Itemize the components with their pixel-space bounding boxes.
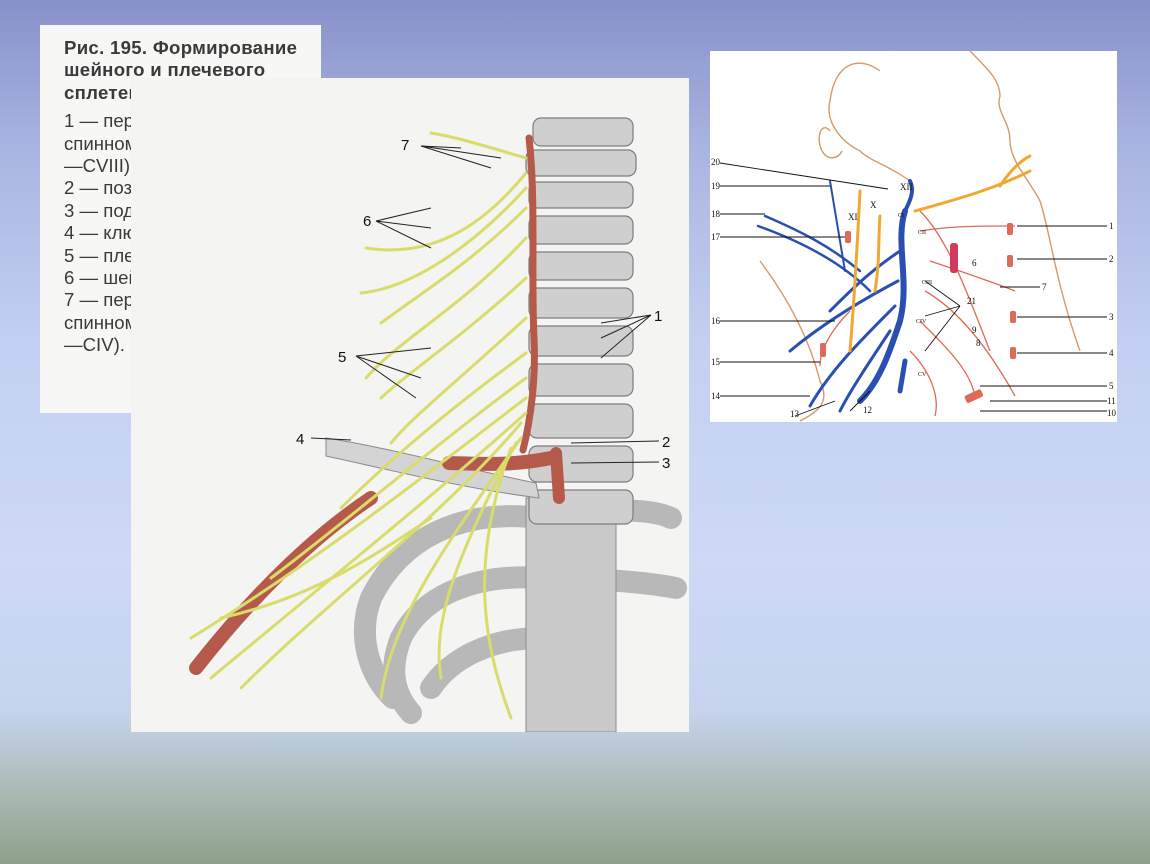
scheme-label-19: 19 (711, 181, 721, 191)
scheme-label-13: 13 (790, 409, 800, 419)
blue-nerves (756, 179, 915, 413)
scheme-label-8: 8 (976, 338, 981, 348)
segment-CIV: CIV (916, 319, 927, 325)
scheme-label-4: 4 (1109, 348, 1114, 358)
label-7: 7 (401, 137, 409, 154)
scheme-label-16: 16 (711, 316, 721, 326)
leader-lines (310, 145, 660, 464)
segment-CI: CI (898, 213, 904, 219)
plexus-illustration: 7 6 5 4 1 2 3 (131, 78, 689, 732)
red-nerves (819, 210, 1016, 417)
scheme-label-2: 2 (1109, 254, 1114, 264)
label-2: 2 (662, 434, 670, 451)
scheme-label-18: 18 (711, 209, 721, 219)
scheme-diagram: 1 2 3 4 5 11 10 7 20 19 18 17 16 15 14 1… (710, 51, 1117, 422)
scheme-label-5: 5 (1109, 381, 1114, 391)
scheme-label-XII: XII (900, 182, 913, 192)
scheme-label-12: 12 (863, 405, 872, 415)
label-3: 3 (662, 455, 670, 472)
scheme-label-3: 3 (1109, 312, 1114, 322)
scheme-drawing: 1 2 3 4 5 11 10 7 20 19 18 17 16 15 14 1… (711, 51, 1117, 422)
scheme-label-15: 15 (711, 357, 721, 367)
orange-nerves (848, 154, 1032, 353)
label-5: 5 (338, 349, 346, 366)
scheme-label-1: 1 (1109, 221, 1114, 231)
scheme-label-6: 6 (972, 258, 977, 268)
segment-CIII: CIII (922, 280, 932, 286)
scheme-label-10: 10 (1107, 408, 1117, 418)
scheme-label-X: X (870, 200, 877, 210)
vertebral-column (525, 117, 637, 525)
label-4: 4 (296, 431, 304, 448)
label-6: 6 (363, 213, 371, 230)
scheme-label-9: 9 (972, 325, 977, 335)
scheme-label-11: 11 (1107, 396, 1116, 406)
scheme-label-XI: XI (848, 212, 858, 222)
segment-CII: CII (918, 230, 926, 236)
plexus-drawing: 7 6 5 4 1 2 3 (189, 117, 687, 732)
sternum (525, 497, 617, 732)
ribs (353, 499, 687, 724)
segment-CV: CV (918, 372, 927, 378)
scheme-label-14: 14 (711, 391, 721, 401)
label-1: 1 (654, 308, 662, 325)
scheme-label-20: 20 (711, 157, 721, 167)
scheme-label-17: 17 (711, 232, 721, 242)
scheme-leaders (719, 162, 1107, 417)
scheme-label-21: 21 (967, 296, 976, 306)
scheme-label-7: 7 (1042, 282, 1047, 292)
muscle-markers (820, 223, 1016, 403)
